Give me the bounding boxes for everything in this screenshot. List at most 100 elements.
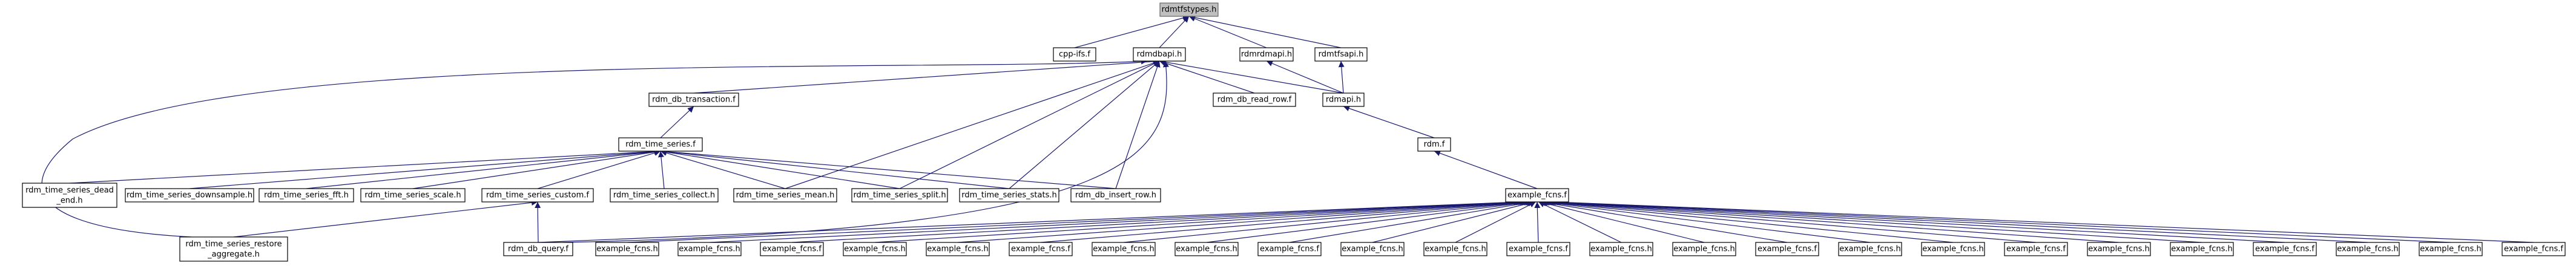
edge-ex9-to-example-fcns-top <box>1289 199 1533 243</box>
edge-ts-fft-to-rdm-time-series <box>306 149 661 189</box>
node-label: example_fcns.h <box>679 245 740 254</box>
node-rdm-db-transaction[interactable]: rdm_db_transaction.f <box>648 92 739 107</box>
node-ts-collect[interactable]: rdm_time_series_collect.h <box>610 188 719 203</box>
edge-ex10-to-example-fcns-top <box>1372 200 1535 243</box>
node-cppifs[interactable]: cpp-ifs.f <box>1053 47 1096 62</box>
node-ex13[interactable]: example_fcns.h <box>1589 242 1653 256</box>
edge-rdmdbapi-to-rdmtfstypes <box>1159 16 1190 48</box>
edge-rdmapi-to-rdmtfsapi <box>1338 60 1345 94</box>
edge-ex14-to-example-fcns-top <box>1540 200 1705 243</box>
node-ts-dead-end[interactable]: rdm_time_series_dead_end.h <box>22 183 117 208</box>
node-rdm-db-read-row[interactable]: rdm_db_read_row.f <box>1213 92 1296 107</box>
node-box <box>1505 188 1569 203</box>
node-ex3[interactable]: example_fcns.f <box>760 242 824 256</box>
node-ex2[interactable]: example_fcns.h <box>677 242 742 256</box>
node-ex21[interactable]: example_fcns.f <box>2253 242 2317 256</box>
node-rdmtfstypes[interactable]: rdmtfstypes.h <box>1159 2 1219 17</box>
node-label: rdm_db_transaction.f <box>652 96 736 105</box>
node-label: rdm_db_read_row.f <box>1217 96 1292 105</box>
node-rdmrdmapi[interactable]: rdmrdmapi.h <box>1239 47 1294 62</box>
node-rdmtfsapi[interactable]: rdmtfsapi.h <box>1314 47 1368 62</box>
edge-rdmrdmapi-to-rdmtfstypes <box>1188 16 1267 48</box>
node-ex14[interactable]: example_fcns.h <box>1672 242 1736 256</box>
node-ex10[interactable]: example_fcns.h <box>1340 242 1405 256</box>
node-ex8[interactable]: example_fcns.h <box>1174 242 1239 256</box>
edge-rdmtfsapi-to-rdmtfstypes <box>1188 15 1342 48</box>
node-example-fcns-top[interactable]: example_fcns.f <box>1505 188 1569 203</box>
node-label: example_fcns.h <box>1922 245 1984 254</box>
node-label: example_fcns.h <box>2088 245 2150 254</box>
node-label: cpp-ifs.f <box>1059 50 1090 59</box>
node-ex23[interactable]: example_fcns.h <box>2419 242 2483 256</box>
edge-ex18-to-example-fcns-top <box>1546 199 2037 243</box>
edge-ex20-to-example-fcns-top <box>1549 199 2202 243</box>
node-label: example_fcns.h <box>844 245 906 254</box>
node-ts-scale[interactable]: rdm_time_series_scale.h <box>360 188 466 203</box>
node-label: rdm_time_series_collect.h <box>613 191 715 200</box>
node-box <box>2170 242 2234 256</box>
node-ex17[interactable]: example_fcns.h <box>1921 242 1985 256</box>
node-ex1[interactable]: example_fcns.h <box>595 242 659 256</box>
node-label: example_fcns.h <box>1342 245 1403 254</box>
node-rdm-time-series[interactable]: rdm_time_series.f <box>618 137 703 152</box>
node-ts-mean[interactable]: rdm_time_series_mean.h <box>733 188 837 203</box>
node-box <box>2419 242 2483 256</box>
node-box <box>1159 2 1219 17</box>
edge-rdm-db-transaction-to-rdmdbapi <box>693 58 1160 94</box>
node-ex12[interactable]: example_fcns.f <box>1506 242 1570 256</box>
node-label: rdmdbapi.h <box>1137 50 1182 59</box>
node-label: example_fcns.h <box>1673 245 1735 254</box>
node-db-query[interactable]: rdm_db_query.f <box>503 242 573 256</box>
node-label: rdm_time_series_mean.h <box>736 191 835 200</box>
node-ex20[interactable]: example_fcns.h <box>2170 242 2234 256</box>
node-ts-fft[interactable]: rdm_time_series_fft.h <box>259 188 354 203</box>
edge-ex7-to-example-fcns-top <box>1123 199 1530 243</box>
edge-ex15-to-example-fcns-top <box>1541 199 1788 243</box>
node-label: example_fcns.h <box>596 245 658 254</box>
node-ts-split[interactable]: rdm_time_series_split.h <box>851 188 948 203</box>
node-box <box>618 137 703 152</box>
node-box <box>1417 137 1451 152</box>
node-rdmdbapi[interactable]: rdmdbapi.h <box>1133 47 1186 62</box>
node-ex5[interactable]: example_fcns.h <box>926 242 990 256</box>
node-ex7[interactable]: example_fcns.h <box>1092 242 1156 256</box>
node-ex9[interactable]: example_fcns.f <box>1257 242 1322 256</box>
edge-rdmf-to-rdmapi <box>1343 105 1435 138</box>
edge-ts-stats-to-rdmdbapi <box>1009 60 1160 189</box>
node-ex16[interactable]: example_fcns.h <box>1838 242 1902 256</box>
node-label: rdm_db_query.f <box>508 245 568 254</box>
node-rdmf[interactable]: rdm.f <box>1417 137 1451 152</box>
node-ex19[interactable]: example_fcns.h <box>2087 242 2151 256</box>
node-ts-stats[interactable]: rdm_time_series_stats.h <box>959 188 1059 203</box>
node-ex22[interactable]: example_fcns.h <box>2336 242 2400 256</box>
node-label: rdm_db_insert_row.h <box>1075 191 1156 200</box>
edge-ts-restore-to-ts-custom <box>233 199 538 238</box>
node-label: rdm_time_series_downsample.h <box>127 191 252 200</box>
edge-example-fcns-top-to-rdmf <box>1434 150 1538 189</box>
edge-ex6-to-example-fcns-top <box>1040 199 1529 243</box>
node-ts-downsample[interactable]: rdm_time_series_downsample.h <box>125 188 254 203</box>
node-box <box>1921 242 1985 256</box>
node-ex18[interactable]: example_fcns.f <box>2004 242 2068 256</box>
node-label: rdm_time_series.f <box>625 140 696 149</box>
node-ts-custom[interactable]: rdm_time_series_custom.f <box>481 188 594 203</box>
node-ex24[interactable]: example_fcns.f <box>2502 242 2566 256</box>
node-box <box>733 188 837 203</box>
node-label: example_fcns.f <box>1509 245 1568 254</box>
node-ex6[interactable]: example_fcns.f <box>1009 242 1073 256</box>
node-box <box>2087 242 2151 256</box>
node-rdmapi[interactable]: rdmapi.h <box>1322 92 1365 107</box>
node-ex11[interactable]: example_fcns.h <box>1423 242 1487 256</box>
node-ex4[interactable]: example_fcns.h <box>843 242 907 256</box>
node-box <box>1506 242 1570 256</box>
edge-ex21-to-example-fcns-top <box>1550 199 2285 243</box>
edge-db-insert-row-to-rdmdbapi <box>1115 60 1161 189</box>
node-box <box>1213 92 1296 107</box>
node-box <box>926 242 990 256</box>
node-box <box>760 242 824 256</box>
node-ts-restore[interactable]: rdm_time_series_restore_aggregate.h <box>179 236 288 262</box>
node-db-insert-row[interactable]: rdm_db_insert_row.h <box>1070 188 1161 203</box>
node-box <box>2004 242 2068 256</box>
node-ex15[interactable]: example_fcns.f <box>1755 242 1819 256</box>
